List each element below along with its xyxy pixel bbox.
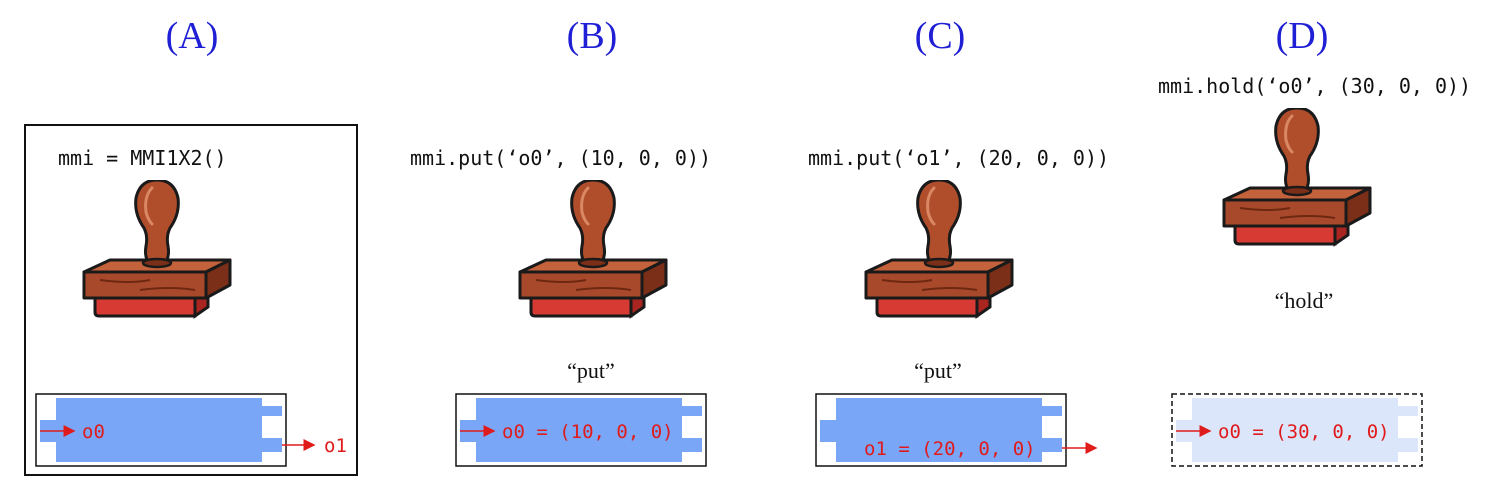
rubber-stamp-icon [864,180,1014,318]
port-label-in: o0 [82,421,105,443]
rubber-stamp-icon [1222,108,1372,246]
caption-d: “hold” [1274,288,1334,313]
panel-title-b: (B) [566,15,618,57]
rubber-stamp-icon [518,180,668,318]
port-label-out: o1 [324,435,347,457]
code-line-a: mmi = MMI1X2() [58,146,227,170]
panel-title-c: (C) [914,15,966,57]
memory-value-c: o1 = (20, 0, 0) [864,438,1036,460]
panel-title-a: (A) [165,15,219,57]
memory-diagram-d: o0 = (30, 0, 0) [1171,393,1423,467]
memory-diagram-a: o0 o1 [35,393,347,467]
rubber-stamp-icon [82,180,232,318]
panel-title-d: (D) [1275,15,1329,57]
code-line-c: mmi.put(‘o1’, (20, 0, 0)) [808,146,1110,170]
memory-value-d: o0 = (30, 0, 0) [1218,421,1390,443]
code-line-b: mmi.put(‘o0’, (10, 0, 0)) [410,146,712,170]
code-line-d: mmi.hold(‘o0’, (30, 0, 0)) [1158,74,1472,98]
memory-value-b: o0 = (10, 0, 0) [502,421,674,443]
caption-c: “put” [914,358,962,383]
memory-diagram-c: o1 = (20, 0, 0) [815,393,1098,467]
caption-b: “put” [567,358,615,383]
memory-diagram-b: o0 = (10, 0, 0) [455,393,707,467]
panel-a-frame [24,124,358,476]
